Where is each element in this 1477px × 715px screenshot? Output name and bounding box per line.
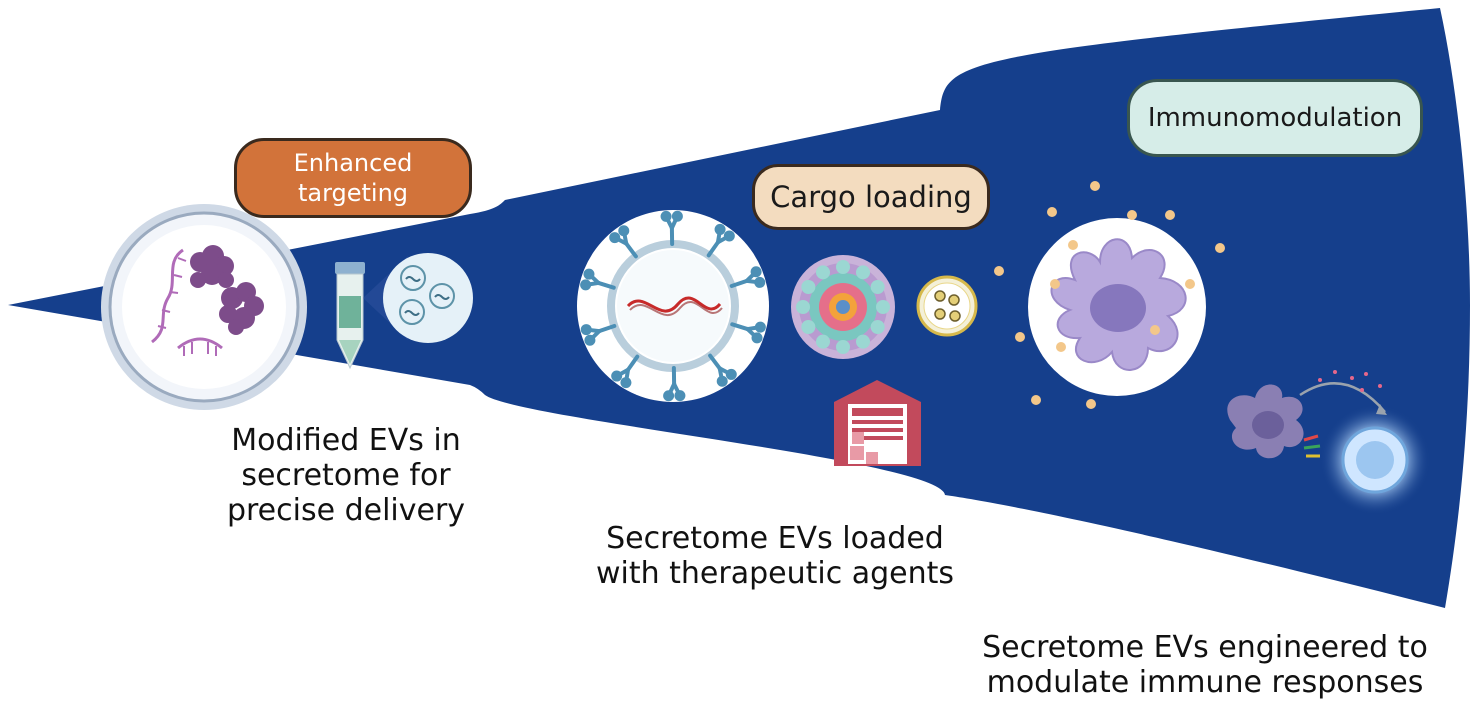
nanoparticle-subunit — [836, 260, 850, 274]
immunomodulation-label: Immunomodulation — [1147, 103, 1403, 133]
receptor-tip — [609, 232, 621, 244]
immunomodulation-pill: Immunomodulation — [1127, 79, 1423, 157]
stage1-illustration — [101, 204, 473, 410]
nanoparticle-subunit — [856, 334, 870, 349]
stage2-caption: Secretome EVs loaded with therapeutic ag… — [595, 521, 955, 591]
stage3-illustration — [994, 181, 1430, 515]
receptor-tip — [611, 370, 623, 382]
nanoparticle-subunit — [801, 320, 816, 334]
receptor-stem — [708, 353, 722, 371]
receptor-stem — [626, 354, 640, 372]
nanoparticle-subunit — [856, 265, 870, 280]
receptor-tip — [751, 332, 763, 344]
nanoparticle-subunit — [870, 320, 885, 334]
receptor-tip — [583, 268, 595, 280]
loaded-nanoparticle-icon — [791, 255, 895, 359]
receptor-tip — [723, 230, 735, 242]
receptor-tip — [716, 375, 728, 387]
receptor-tip — [660, 210, 672, 222]
nanoparticle-subunit — [876, 300, 890, 314]
rna-strand-icon — [151, 248, 184, 344]
stage1-caption: Modified EVs in secretome for precise de… — [226, 423, 466, 528]
receptor-tip — [618, 225, 630, 237]
cargo-loading-pill: Cargo loading — [752, 164, 990, 230]
receptor-stem — [624, 241, 638, 259]
ev-zoom-circle — [383, 253, 473, 343]
receptor-tip — [714, 223, 726, 235]
receptor-stem — [729, 278, 749, 289]
antigen-presenting-cell — [1227, 384, 1304, 459]
nanoparticle-subunit — [801, 280, 816, 294]
enhanced-targeting-label: Enhanced targeting — [293, 149, 413, 207]
enzyme-cargo-vesicle-icon — [916, 275, 978, 337]
nanoparticle-subunit — [796, 300, 810, 314]
warehouse-icon — [834, 380, 921, 466]
stage2-illustration — [577, 210, 978, 466]
ev-vesicle-icon — [399, 265, 455, 325]
receptor-tip — [620, 377, 632, 389]
receptor-stem — [730, 322, 750, 332]
enhanced-targeting-pill: Enhanced targeting — [234, 138, 472, 218]
receptor-tip — [750, 266, 762, 278]
receptor-stem — [706, 240, 720, 258]
receptor-tip — [584, 334, 596, 346]
receptor-tip — [725, 368, 737, 380]
cargo-loading-label: Cargo loading — [770, 180, 972, 214]
receptor-tip — [580, 279, 592, 291]
receptor-tip — [671, 210, 683, 222]
receptor-tip — [754, 321, 766, 333]
receptor-tip — [754, 276, 766, 288]
protein-cluster-icon — [190, 245, 264, 335]
sample-tube-icon — [335, 262, 365, 370]
receptor-stem — [597, 323, 617, 334]
nanoparticle-subunit — [836, 340, 850, 354]
nanoparticle-subunit — [816, 334, 830, 349]
nanoparticle-subunit — [870, 280, 885, 294]
receptor-tip — [580, 324, 592, 336]
receptor-tip — [663, 390, 675, 402]
receptor-stem — [596, 280, 616, 290]
nanoparticle-subunit — [816, 265, 830, 280]
receptor-tip — [674, 390, 686, 402]
stage3-caption: Secretome EVs engineered to modulate imm… — [982, 630, 1428, 700]
